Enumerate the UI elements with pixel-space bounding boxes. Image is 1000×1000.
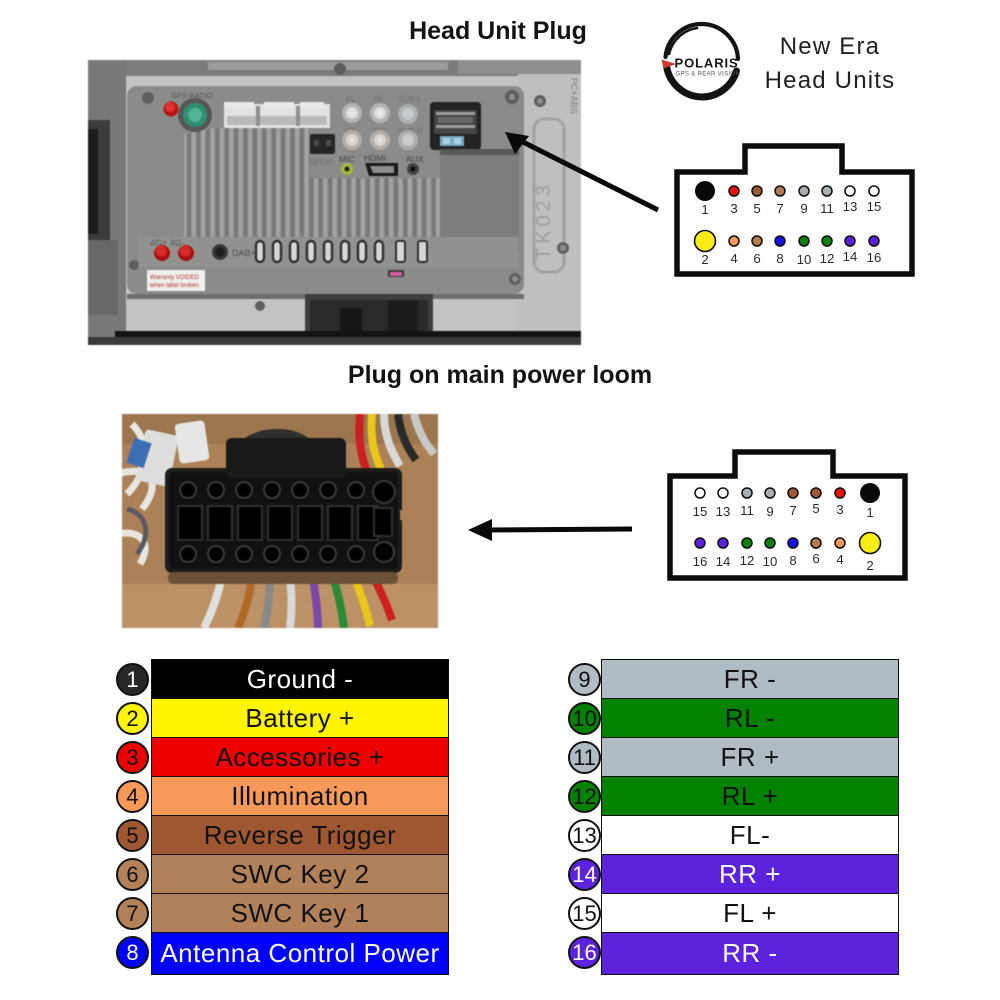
svg-text:when label broken: when label broken [149,283,199,289]
svg-text:13: 13 [716,504,731,519]
svg-text:FL: FL [346,95,356,104]
svg-text:HDMI: HDMI [364,153,386,163]
svg-text:3: 3 [836,502,843,517]
svg-text:GPS RADIO: GPS RADIO [171,91,213,100]
svg-text:5: 5 [753,201,760,216]
svg-text:16: 16 [693,554,708,569]
svg-text:4G+ 4G-: 4G+ 4G- [150,238,185,248]
svg-text:DAB+: DAB+ [232,248,256,258]
svg-text:9: 9 [800,201,807,216]
svg-text:14: 14 [843,249,858,264]
svg-text:AUX: AUX [406,154,424,164]
svg-text:6: 6 [812,551,819,566]
svg-text:2: 2 [701,252,708,267]
svg-text:1: 1 [701,202,708,217]
svg-text:1: 1 [866,505,873,520]
svg-text:11: 11 [740,503,754,518]
svg-text:MIC: MIC [339,154,355,164]
svg-text:RL: RL [374,95,385,104]
svg-text:TK023: TK023 [533,181,555,260]
svg-text:10: 10 [763,554,778,569]
svg-text:7: 7 [776,201,783,216]
svg-text:9: 9 [766,504,773,519]
svg-text:Warranty VOIDED: Warranty VOIDED [150,275,199,281]
svg-text:8: 8 [789,553,796,568]
svg-text:7: 7 [789,503,796,518]
svg-text:SUB-L: SUB-L [398,95,422,104]
svg-text:11: 11 [820,201,834,216]
svg-text:8: 8 [776,251,783,266]
svg-text:6: 6 [753,251,760,266]
svg-text:12: 12 [740,553,755,568]
svg-text:SPDIF: SPDIF [309,157,334,167]
svg-text:5: 5 [812,501,819,516]
svg-text:3: 3 [730,201,737,216]
svg-text:10: 10 [797,252,812,267]
svg-text:GPS & REAR VISION: GPS & REAR VISION [676,72,741,78]
svg-text:13: 13 [843,199,858,214]
svg-text:12: 12 [820,251,835,266]
svg-text:POLARIS: POLARIS [675,56,739,71]
svg-text:4: 4 [730,251,737,266]
svg-text:14: 14 [716,554,731,569]
svg-text:PC+ABS: PC+ABS [569,78,579,114]
svg-text:4: 4 [836,552,843,567]
svg-text:2: 2 [866,558,873,573]
svg-text:16: 16 [867,250,882,265]
svg-text:15: 15 [867,199,882,214]
svg-text:15: 15 [693,504,708,519]
